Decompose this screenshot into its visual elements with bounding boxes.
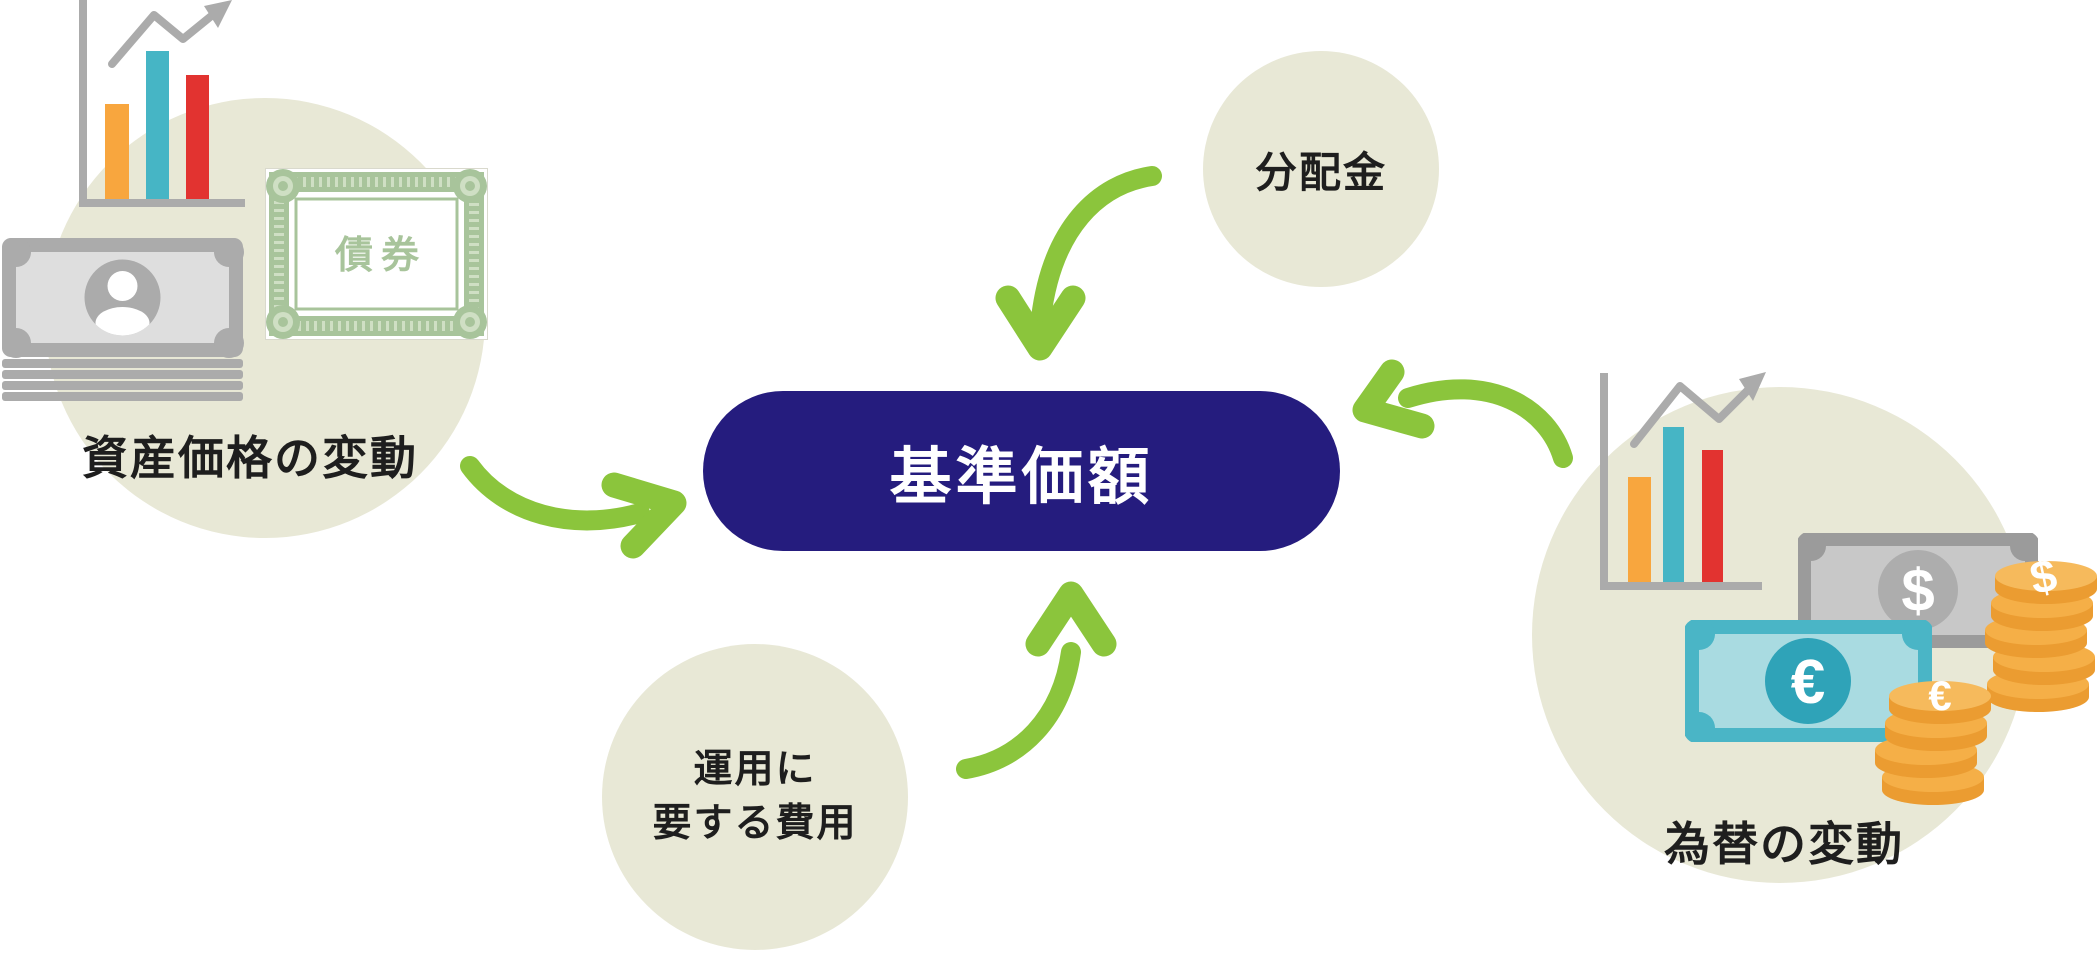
operating-costs-label: 運用に 要する費用 xyxy=(652,743,857,851)
dollar-coin-stack: $ xyxy=(1985,548,2097,712)
euro-corner-notch xyxy=(1902,620,1932,650)
bond-rosette xyxy=(453,169,487,203)
dollar-symbol: $ xyxy=(1901,557,1934,624)
banknote-strip xyxy=(2,392,243,401)
chart-trend-arrowhead xyxy=(1739,372,1766,401)
dividends-label: 分配金 xyxy=(1254,148,1387,196)
chart-trend-line xyxy=(1630,382,1754,448)
fx-label: 為替の変動 xyxy=(1664,818,1904,870)
banknote-strip xyxy=(2,359,243,368)
operating-costs-line1: 運用に xyxy=(693,748,817,792)
bond-rosette xyxy=(453,305,487,339)
chart-bar-teal xyxy=(146,51,169,199)
chart-y-axis xyxy=(79,0,87,207)
bar-chart-icon xyxy=(79,0,245,207)
bond-rosette xyxy=(266,305,300,339)
chart-trend-arrowhead xyxy=(204,0,232,28)
center-pill: 基準価額 xyxy=(703,391,1340,551)
euro-coin-symbol: € xyxy=(1928,672,1951,719)
arrow-costs-to-center xyxy=(956,581,1117,779)
banknote-corner-notch xyxy=(214,238,244,267)
euro-corner-notch xyxy=(1685,620,1715,650)
operating-costs-line2: 要する費用 xyxy=(652,802,858,845)
chart-trend-line xyxy=(108,9,219,68)
dollar-corner-notch xyxy=(2010,533,2038,561)
banknote-strip xyxy=(2,370,243,379)
chart-bar-red xyxy=(186,75,209,199)
dividends-circle: 分配金 xyxy=(1203,51,1439,287)
chart-bar-teal xyxy=(1663,427,1684,582)
bar-chart-icon xyxy=(1600,372,1766,590)
banknote-strip xyxy=(2,381,243,390)
banknote-corner-notch xyxy=(2,328,31,358)
person-icon xyxy=(107,271,138,301)
euro-bill-icon: € xyxy=(1685,620,1932,742)
asset-price-label: 資産価格の変動 xyxy=(82,432,418,484)
dollar-bill-seal xyxy=(1878,550,1958,630)
bond-label: 債券 xyxy=(334,235,427,277)
banknote-stack-icon xyxy=(2,238,244,401)
arrow-fx-to-center xyxy=(1352,359,1573,468)
euro-symbol: € xyxy=(1791,648,1825,717)
arrow-dividends-to-center xyxy=(995,166,1162,361)
coin-stacks-icon: $ € xyxy=(1875,548,2097,805)
bond-frame-texture xyxy=(274,177,479,331)
bond-inner-rule xyxy=(294,197,459,311)
arrow-asset-price-to-center xyxy=(460,456,687,559)
person-shoulders xyxy=(95,307,150,336)
chart-bar-orange xyxy=(1628,477,1651,582)
center-pill-label: 基準価額 xyxy=(889,443,1154,512)
chart-x-axis xyxy=(79,199,245,207)
chart-y-axis xyxy=(1600,373,1608,589)
euro-bill-seal xyxy=(1765,638,1851,724)
euro-coin-stack: € xyxy=(1875,672,1991,805)
banknote-corner-notch xyxy=(214,328,244,358)
dollar-corner-notch xyxy=(1798,533,1826,561)
banknote-corner-notch xyxy=(2,238,31,267)
operating-costs-circle: 運用に 要する費用 xyxy=(602,644,908,950)
chart-bar-orange xyxy=(105,104,129,199)
euro-corner-notch xyxy=(1685,712,1715,742)
chart-x-axis xyxy=(1600,582,1762,590)
bond-rosette xyxy=(266,169,300,203)
bond-certificate-icon: 債券 xyxy=(265,168,488,340)
chart-bar-red xyxy=(1702,450,1723,582)
